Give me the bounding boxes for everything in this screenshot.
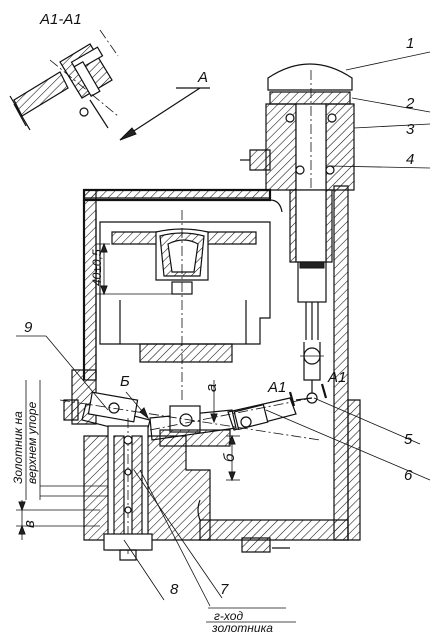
label-b-cyr: Б bbox=[120, 373, 130, 390]
label-a1-left: А1 bbox=[267, 379, 286, 396]
dimension-40: 40±0,5 bbox=[90, 249, 104, 286]
a1-marker-right bbox=[320, 383, 328, 399]
callout-leaders bbox=[16, 51, 431, 607]
label-v: в bbox=[21, 520, 38, 528]
top-cap-assembly bbox=[240, 63, 355, 270]
callout-3: 3 bbox=[406, 121, 415, 138]
caption-line-2: верхнем упоре bbox=[25, 401, 39, 484]
callout-labels: 1 2 3 4 5 6 7 8 9 bbox=[24, 35, 415, 598]
section-a1-inset: A1-A1 A bbox=[9, 11, 210, 141]
stroke-caption: г-ход золотника bbox=[206, 607, 296, 635]
inset-lever bbox=[13, 71, 69, 117]
vertical-caption: Золотник на верхнем упоре bbox=[11, 401, 39, 484]
stroke-caption-line-1: г-ход bbox=[214, 609, 243, 623]
label-b-small: б bbox=[221, 453, 238, 462]
die-block bbox=[99, 221, 271, 345]
section-letter-a: A bbox=[197, 69, 208, 86]
main-body: 40±0,5 bbox=[82, 185, 361, 541]
plug-8 bbox=[103, 533, 153, 551]
callout-4: 4 bbox=[406, 151, 414, 168]
callout-2: 2 bbox=[405, 95, 415, 112]
nut-2 bbox=[269, 91, 351, 105]
callout-8: 8 bbox=[170, 581, 179, 598]
label-a: а bbox=[203, 384, 220, 392]
callout-9: 9 bbox=[24, 319, 33, 336]
callout-6: 6 bbox=[404, 467, 413, 484]
callout-7: 7 bbox=[220, 581, 229, 598]
label-a1-right: А1 bbox=[327, 369, 346, 386]
callout-5: 5 bbox=[404, 431, 413, 448]
plunger-rod bbox=[289, 189, 333, 398]
caption-line-1: Золотник на bbox=[11, 411, 25, 484]
cap-1 bbox=[267, 63, 353, 91]
a1-marker-left bbox=[288, 391, 296, 407]
base-foot bbox=[241, 537, 290, 553]
stroke-caption-line-2: золотника bbox=[211, 621, 273, 635]
section-title: A1-A1 bbox=[39, 11, 82, 28]
callout-1: 1 bbox=[406, 35, 414, 52]
letter-labels: Б а А1 А1 б в bbox=[21, 369, 346, 528]
lever-mechanism bbox=[59, 369, 328, 482]
valve-body bbox=[16, 418, 211, 561]
